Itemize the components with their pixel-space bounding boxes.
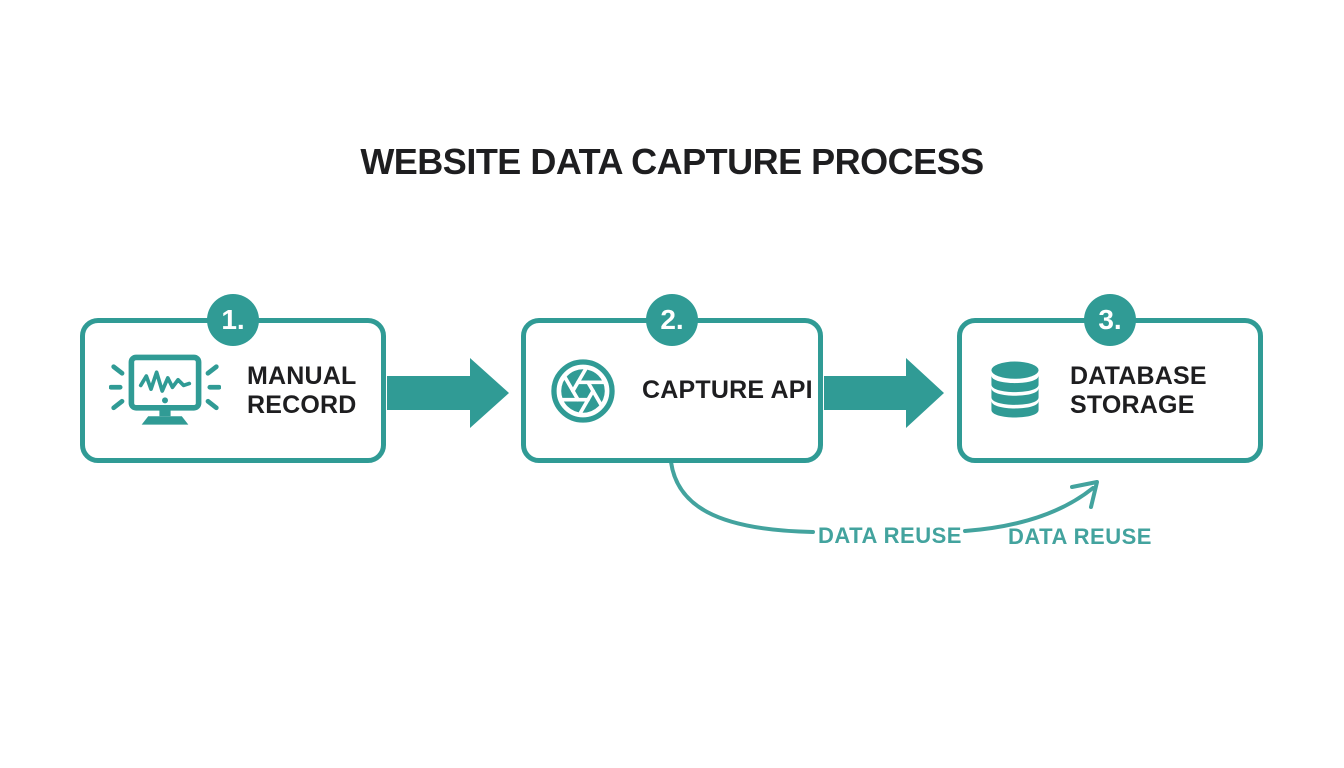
step-number-badge: 2. <box>646 294 698 346</box>
step-number-badge: 3. <box>1084 294 1136 346</box>
arrow-right-icon <box>387 358 509 428</box>
step-box-manual-record: 1. MANUAL RECORD <box>80 294 386 463</box>
step-label: CAPTURE API <box>642 376 813 404</box>
step-box-database-storage: 3. DATABASE STORAGE <box>957 294 1263 463</box>
data-reuse-label: DATA REUSE <box>1008 524 1152 549</box>
step-label: DATABASE STORAGE <box>1070 361 1207 419</box>
reuse-curve-left <box>669 460 815 534</box>
step-label: MANUAL RECORD <box>247 361 357 419</box>
step-number-badge: 1. <box>207 294 259 346</box>
diagram-title: WEBSITE DATA CAPTURE PROCESS <box>360 141 984 182</box>
monitor-signal-icon <box>109 354 221 425</box>
curve-arrowhead-icon <box>1070 480 1099 509</box>
arrow-right-icon <box>824 358 944 428</box>
data-reuse-label: DATA REUSE <box>818 523 962 548</box>
camera-aperture-icon <box>551 358 615 423</box>
database-cylinder-icon <box>991 361 1039 418</box>
step-box-capture-api: 2. CAPTURE API <box>521 294 823 463</box>
